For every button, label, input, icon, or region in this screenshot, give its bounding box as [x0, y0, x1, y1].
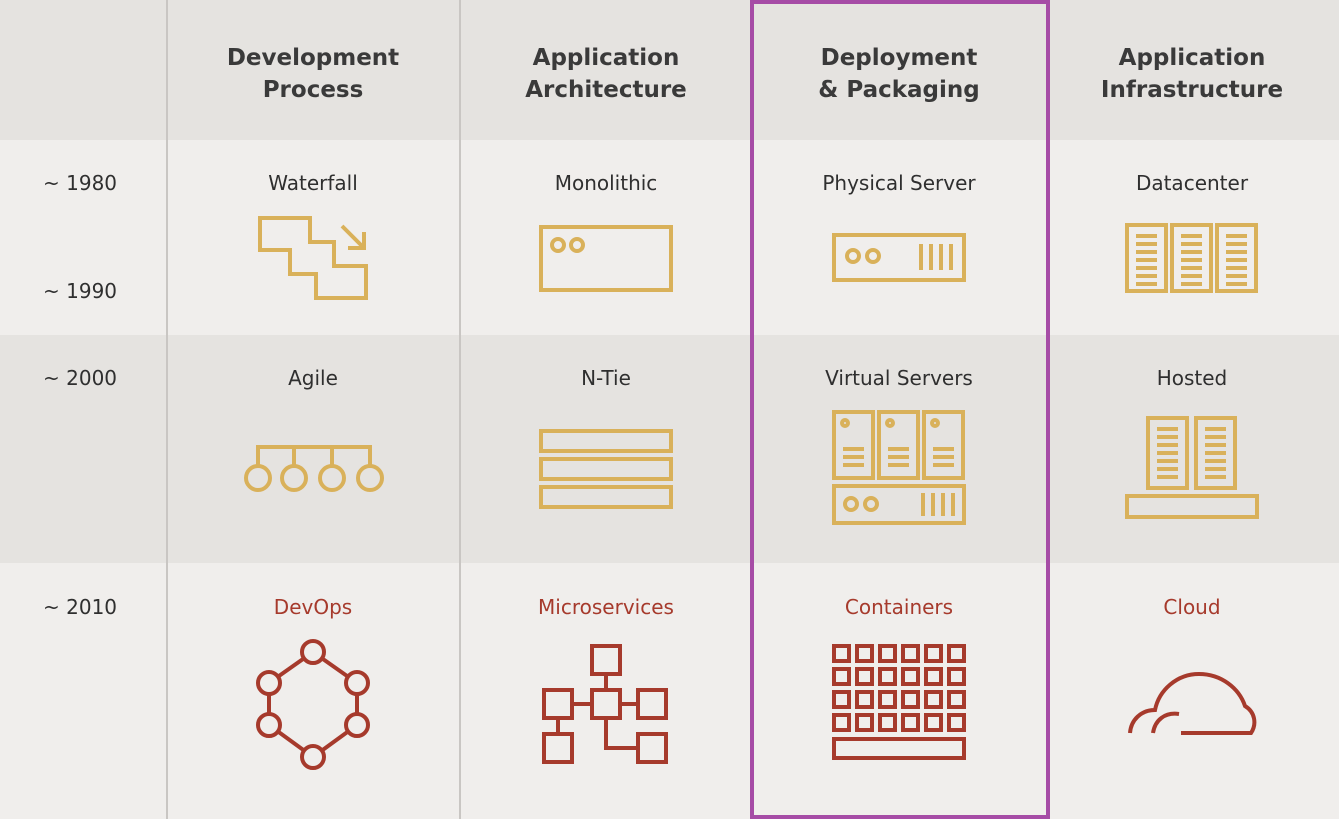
row-band-2010: [0, 563, 1339, 819]
virtual-servers-icon: [831, 409, 967, 527]
cell-label-cloud: Cloud: [1163, 595, 1221, 619]
devops-hexagon-icon: [250, 637, 376, 773]
cell-label-containers: Containers: [844, 595, 954, 619]
waterfall-icon: [256, 214, 372, 302]
agile-iterations-icon: [241, 443, 387, 493]
cell-label-microservices: Microservices: [538, 595, 674, 619]
header-development-process: Development Process: [226, 45, 400, 103]
cell-label-devops: DevOps: [273, 595, 353, 619]
cloud-icon: [1127, 670, 1257, 736]
header-application-infrastructure: Application Infrastructure: [1100, 45, 1284, 103]
era-label-2010: ~ 2010: [43, 595, 118, 619]
cell-label-physical-server: Physical Server: [822, 171, 976, 195]
cell-label-hosted: Hosted: [1156, 366, 1228, 390]
monolith-server-icon: [538, 224, 674, 294]
cell-label-n-tie: N-Tie: [581, 366, 631, 390]
containers-grid-icon: [831, 643, 967, 763]
header-deployment-packaging: Deployment & Packaging: [818, 45, 980, 103]
column-divider: [459, 0, 461, 819]
physical-server-icon: [831, 232, 967, 284]
cell-label-virtual-servers: Virtual Servers: [825, 366, 973, 390]
era-label-1990: ~ 1990: [43, 279, 118, 303]
cell-label-waterfall: Waterfall: [268, 171, 358, 195]
header-application-architecture: Application Architecture: [525, 45, 687, 103]
header-band: [0, 0, 1339, 140]
column-divider: [166, 0, 168, 819]
era-label-2000: ~ 2000: [43, 366, 118, 390]
hosted-racks-icon: [1124, 415, 1260, 521]
n-tier-stack-icon: [538, 428, 674, 512]
microservices-network-icon: [541, 643, 671, 765]
era-label-1980: ~ 1980: [43, 171, 118, 195]
cell-label-datacenter: Datacenter: [1135, 171, 1249, 195]
cell-label-monolithic: Monolithic: [554, 171, 658, 195]
cell-label-agile: Agile: [288, 366, 338, 390]
datacenter-racks-icon: [1124, 222, 1260, 294]
